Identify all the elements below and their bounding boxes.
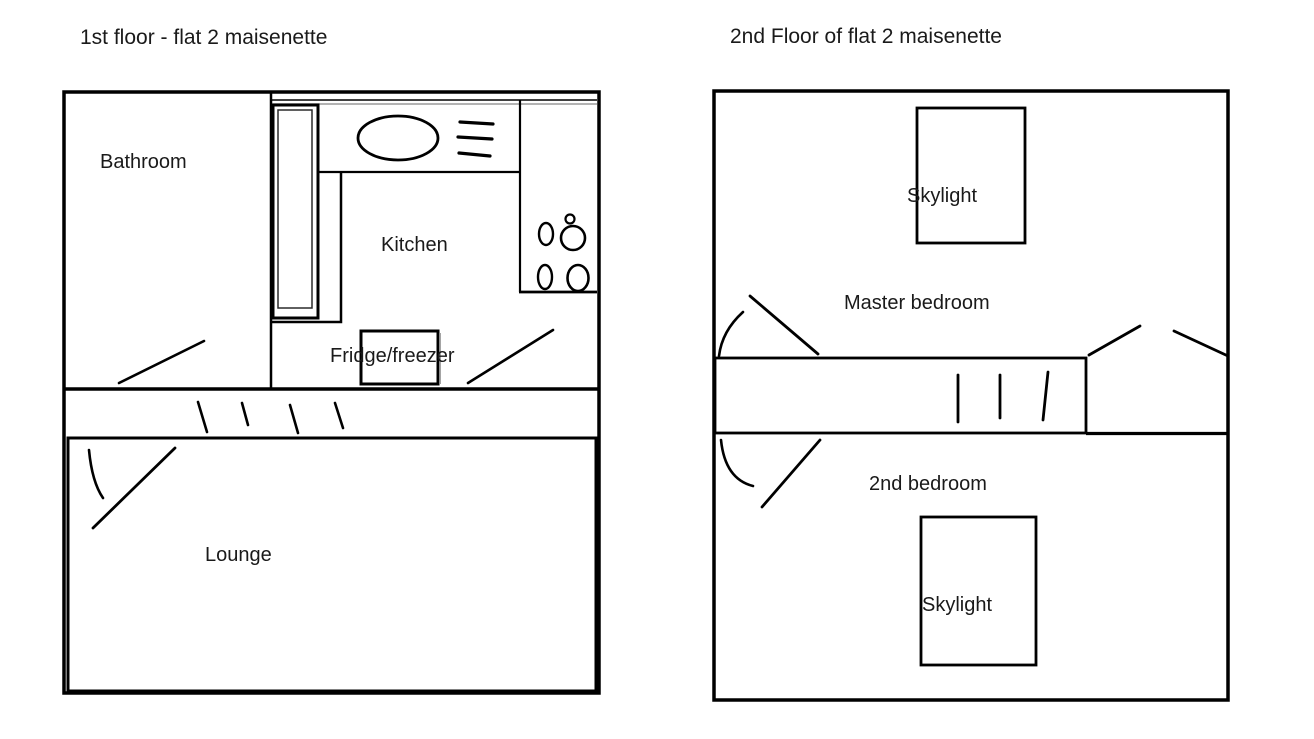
skylight-top-label: Skylight xyxy=(907,185,977,207)
floor1-title: 1st floor - flat 2 maisenette xyxy=(80,26,327,49)
drainer-bar xyxy=(458,120,495,126)
skylight-bottom-label: Skylight xyxy=(922,594,992,616)
stair-landing-box xyxy=(713,356,1088,435)
fridge-box xyxy=(359,329,440,386)
stair-tread xyxy=(240,401,250,427)
counter-return xyxy=(271,172,343,324)
hob-burner xyxy=(536,263,554,291)
master-door-arc xyxy=(717,310,745,358)
fridge-label: Fridge/freezer xyxy=(330,345,455,367)
skylight-top-box xyxy=(915,106,1027,245)
stair-tread xyxy=(196,400,209,434)
bathroom-door-leaf xyxy=(117,339,206,385)
lounge-door-leaf xyxy=(91,446,177,530)
hob-knob xyxy=(564,213,576,225)
kitchen-door-leaf xyxy=(466,328,555,385)
kitchen-label: Kitchen xyxy=(381,234,448,256)
lounge-label: Lounge xyxy=(205,544,272,566)
hob-burner xyxy=(537,221,555,247)
skylight-bottom-box xyxy=(919,515,1038,667)
floor1-plan xyxy=(62,90,601,695)
drainer-bar xyxy=(457,151,492,158)
hob-burner xyxy=(566,263,590,293)
bedroom2-door-leaf xyxy=(760,438,822,509)
hob-burner xyxy=(559,224,587,252)
double-door-leaf-right xyxy=(1172,329,1230,358)
bedroom2-door-arc xyxy=(719,438,755,488)
tall-cabinet xyxy=(271,103,320,320)
stair-tread xyxy=(1041,370,1050,422)
double-door-leaf-left xyxy=(1087,324,1142,357)
tall-cabinet-inner xyxy=(277,109,313,309)
bathroom-label: Bathroom xyxy=(100,151,187,173)
floor2-title: 2nd Floor of flat 2 maisenette xyxy=(730,25,1002,48)
stair-tread xyxy=(333,401,345,430)
stair-tread xyxy=(288,403,300,435)
floor2-plan xyxy=(712,89,1230,702)
master-door-leaf xyxy=(748,294,820,356)
lounge-door-arc xyxy=(87,448,105,500)
lounge-walls xyxy=(66,436,598,693)
master-bedroom-label: Master bedroom xyxy=(844,292,990,314)
second-bedroom-label: 2nd bedroom xyxy=(869,473,987,495)
floor1-outer-wall xyxy=(62,90,601,695)
drainer-bar xyxy=(456,135,494,141)
sink xyxy=(356,114,440,162)
